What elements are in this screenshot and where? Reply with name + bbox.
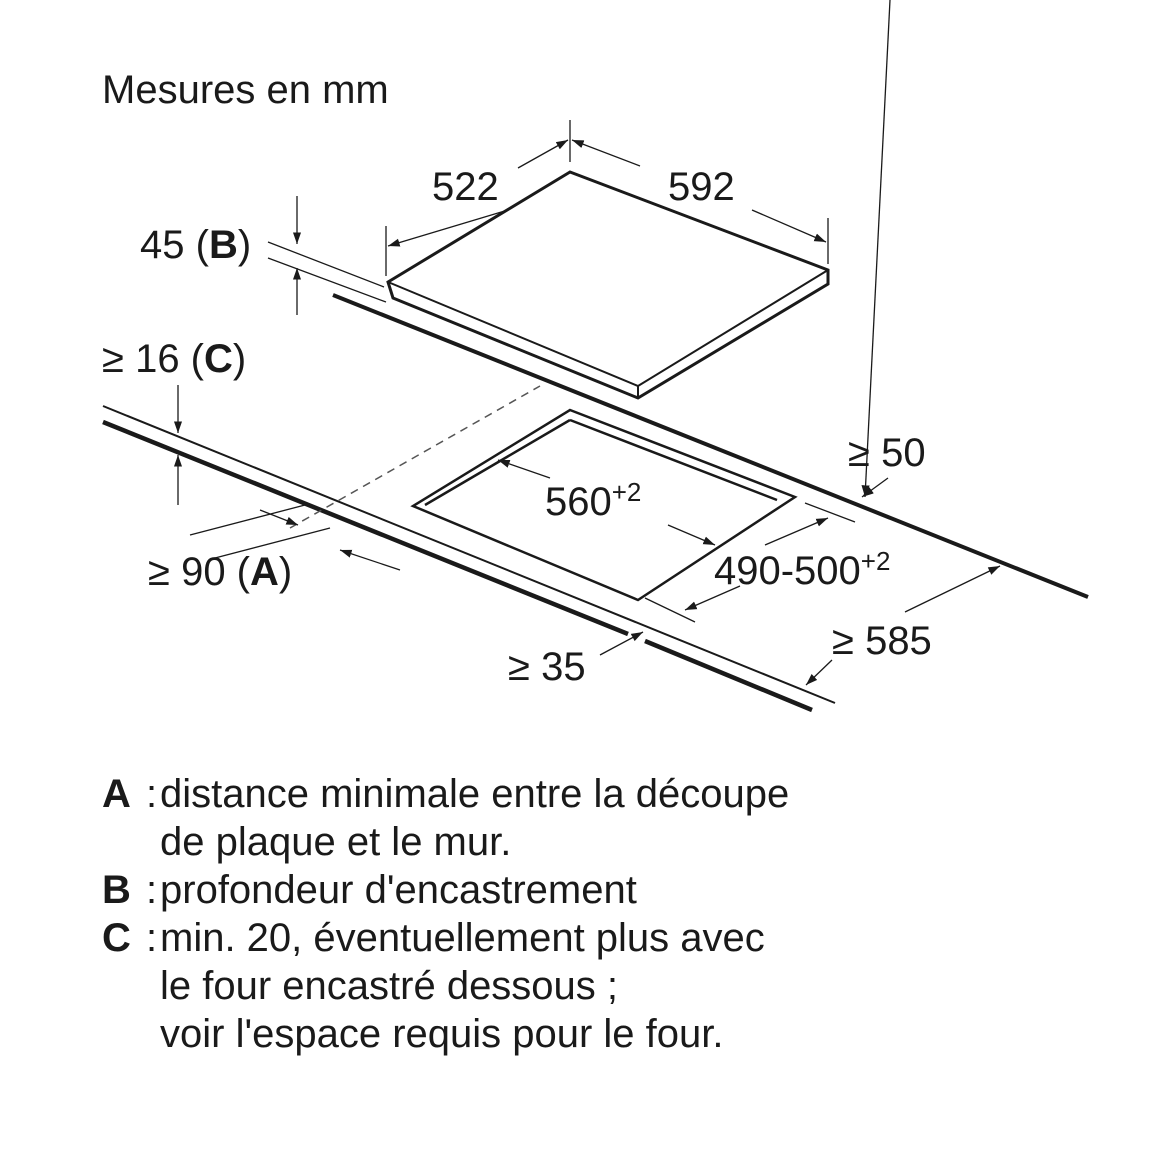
b-dimension-label: 45 (B) bbox=[140, 223, 251, 267]
legend-text: min. 20, éventuellement plus avec bbox=[160, 916, 765, 960]
installation-diagram: Mesures en mm bbox=[102, 0, 1089, 713]
cutout bbox=[410, 408, 798, 602]
legend-key: B bbox=[102, 868, 131, 912]
rear-gap-label: ≥ 50 bbox=[848, 431, 926, 475]
worktop-depth-label: ≥ 585 bbox=[832, 619, 932, 663]
legend-text: voir l'espace requis pour le four. bbox=[160, 1012, 724, 1056]
front-gap-label: ≥ 35 bbox=[508, 645, 586, 689]
legend-separator: : bbox=[146, 772, 158, 816]
title: Mesures en mm bbox=[102, 68, 389, 112]
worktop-rear-edge bbox=[332, 293, 1089, 599]
legend-text: de plaque et le mur. bbox=[160, 820, 512, 864]
dimension-lines bbox=[173, 0, 1001, 686]
worktop-front-edge bbox=[102, 405, 836, 713]
dashed-projection bbox=[289, 385, 541, 529]
legend-item-c: C : min. 20, éventuellement plus avec bbox=[102, 914, 789, 962]
legend-item-a: A : distance minimale entre la découpe bbox=[102, 770, 789, 818]
c-dimension-label: ≥ 16 (C) bbox=[102, 337, 246, 381]
legend-text: profondeur d'encastrement bbox=[160, 868, 637, 912]
legend-item-b: B : profondeur d'encastrement bbox=[102, 866, 789, 914]
legend-separator: : bbox=[146, 916, 158, 960]
legend-text: distance minimale entre la découpe bbox=[160, 772, 790, 816]
legend-key: A bbox=[102, 772, 131, 816]
hob-depth-label: 522 bbox=[432, 165, 499, 209]
cutout-width-label: 560+2 bbox=[545, 477, 641, 524]
cutout-depth-label: 490-500+2 bbox=[714, 546, 890, 593]
hob-width-label: 592 bbox=[668, 165, 735, 209]
legend-text: le four encastré dessous ; bbox=[160, 964, 619, 1008]
hob bbox=[386, 170, 830, 400]
legend-separator: : bbox=[146, 868, 158, 912]
legend-key: C bbox=[102, 916, 131, 960]
a-dimension-label: ≥ 90 (A) bbox=[148, 550, 292, 594]
legend: A : distance minimale entre la découpe d… bbox=[102, 770, 789, 1058]
